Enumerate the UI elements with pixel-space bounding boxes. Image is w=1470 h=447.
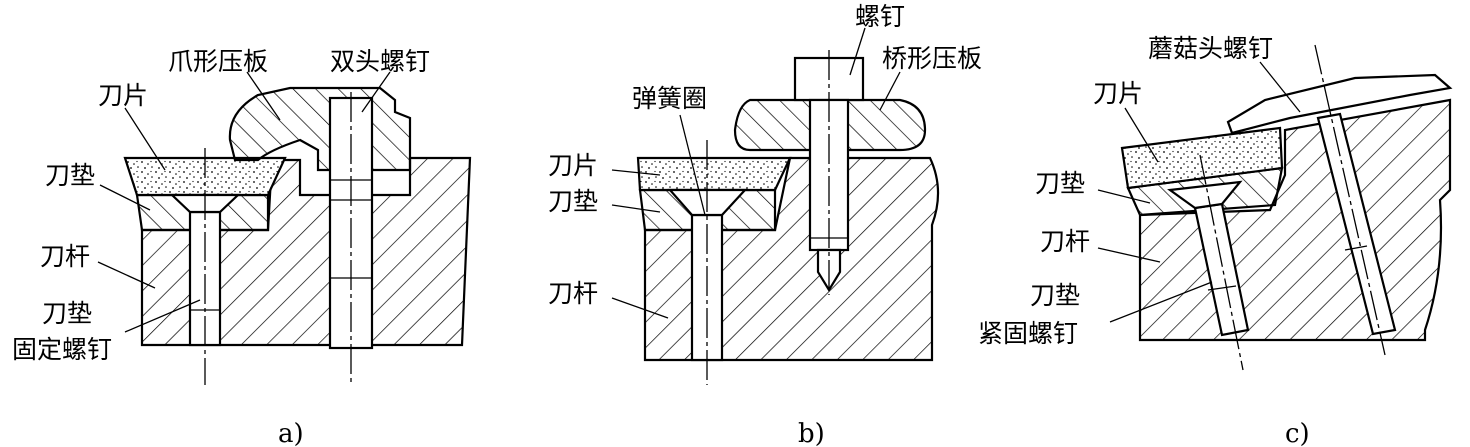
label-shim-c: 刀垫 (1035, 169, 1085, 198)
centerline-c1 (1199, 154, 1244, 371)
label-blade-a: 刀片 (98, 81, 148, 110)
label-holder-b: 刀杆 (548, 279, 598, 308)
holder-body-c (1138, 98, 1452, 342)
claw-clamp-a (228, 86, 412, 172)
diagram-c: 蘑菇头螺钉 刀片 刀垫 刀杆 刀垫 紧固螺钉 c) (978, 34, 1453, 447)
centerline-c2 (1314, 44, 1386, 356)
label-blade-b: 刀片 (548, 151, 598, 180)
label-bridge-clamp-b: 桥形压板 (882, 44, 982, 73)
label-mushroom-screw-c: 蘑菇头螺钉 (1148, 34, 1273, 63)
label-holder-a: 刀杆 (40, 242, 90, 271)
label-shim-screw-a2: 固定螺钉 (12, 335, 112, 364)
label-tight-screw-c1: 刀垫 (1030, 281, 1080, 310)
label-shim-screw-a1: 刀垫 (42, 299, 92, 328)
label-holder-c: 刀杆 (1040, 227, 1090, 256)
label-claw-clamp-a: 爪形压板 (168, 47, 268, 76)
diagram-a: 刀片 刀垫 刀杆 刀垫 固定螺钉 爪形压板 双头螺钉 a) (12, 47, 472, 447)
label-tight-screw-c2: 紧固螺钉 (978, 319, 1078, 348)
label-shim-b: 刀垫 (548, 187, 598, 216)
label-double-screw-a: 双头螺钉 (330, 47, 430, 76)
label-shim-a: 刀垫 (45, 161, 95, 190)
diagram-b: 螺钉 桥形压板 弹簧圈 刀片 刀垫 刀杆 b) (548, 2, 982, 447)
caption-a: a) (278, 419, 304, 447)
label-spring-ring-b: 弹簧圈 (632, 84, 707, 113)
caption-b: b) (798, 419, 825, 447)
label-blade-c: 刀片 (1093, 79, 1143, 108)
mushroom-screw-c (1316, 112, 1397, 336)
caption-c: c) (1285, 419, 1310, 447)
label-screw-b: 螺钉 (855, 2, 905, 31)
blade-c (1120, 126, 1284, 190)
mushroom-clamp-c (1226, 73, 1453, 135)
blade-b (636, 156, 792, 192)
